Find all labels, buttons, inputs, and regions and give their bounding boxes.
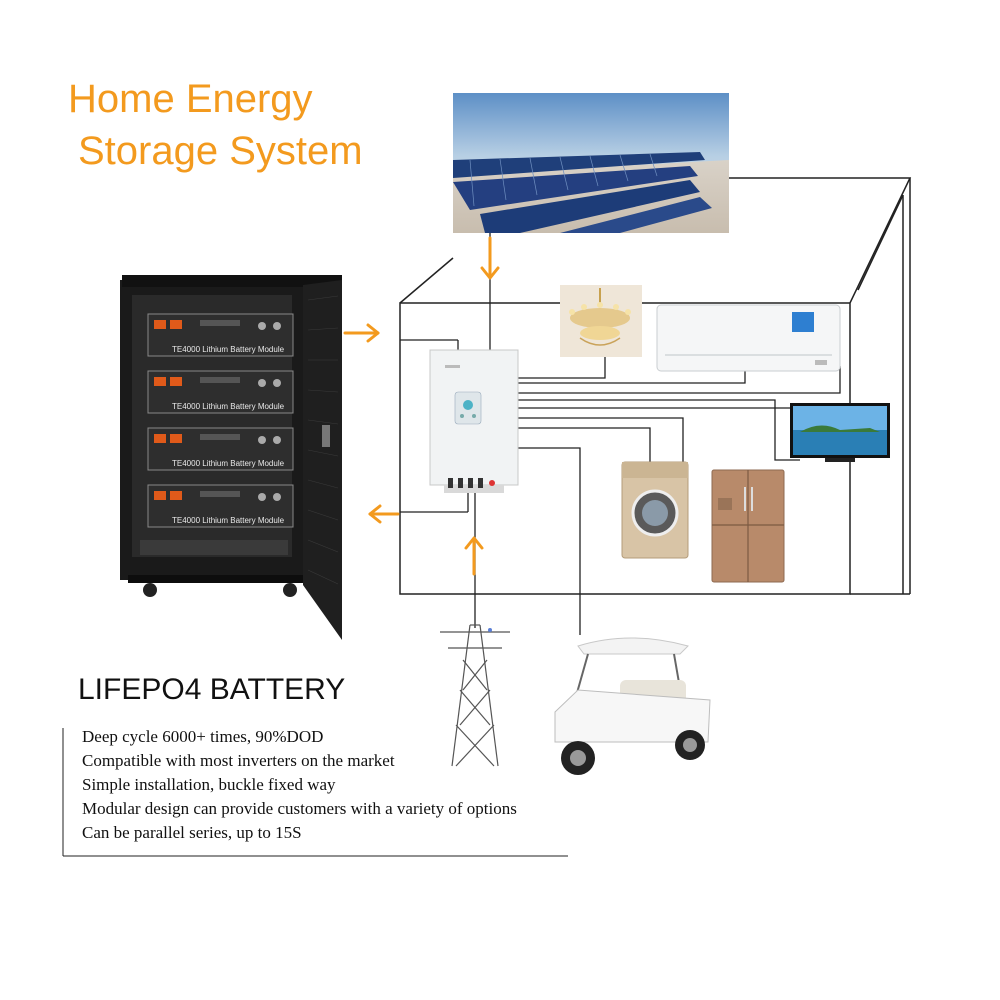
- feature-2: Compatible with most inverters on the ma…: [82, 751, 395, 770]
- arrow-solar-to-inverter: [480, 236, 500, 280]
- feature-5: Can be parallel series, up to 15S: [82, 823, 302, 842]
- arrow-grid-to-inverter: [464, 536, 484, 576]
- battery-module-2-label: TE4000 Lithium Battery Module: [172, 402, 285, 411]
- house-outline: [399, 177, 912, 595]
- battery-module-4: [147, 484, 294, 528]
- title-line-1: Home Energy: [68, 77, 313, 121]
- product-heading: LIFEPO4 BATTERY: [78, 673, 346, 706]
- battery-module-3-label: TE4000 Lithium Battery Module: [172, 459, 285, 468]
- energy-flow-arrows: [343, 236, 500, 576]
- battery-module-4-label: TE4000 Lithium Battery Module: [172, 516, 285, 525]
- feature-1: Deep cycle 6000+ times, 90%DOD: [82, 727, 324, 746]
- feature-4: Modular design can provide customers wit…: [82, 799, 517, 818]
- arrow-battery-to-inverter: [343, 323, 380, 343]
- feature-3: Simple installation, buckle fixed way: [82, 775, 336, 794]
- battery-module-3: [147, 427, 294, 471]
- battery-module-1: [147, 313, 294, 357]
- title-line-2: Storage System: [78, 129, 363, 173]
- battery-module-2: [147, 370, 294, 414]
- battery-modules: TE4000 Lithium Battery Module TE4000 Lit…: [147, 313, 294, 528]
- battery-module-1-label: TE4000 Lithium Battery Module: [172, 345, 285, 354]
- chandelier: [560, 285, 642, 357]
- television: [790, 403, 890, 462]
- air-conditioner: [656, 304, 841, 372]
- hybrid-inverter: [429, 349, 519, 493]
- golf-cart: [554, 637, 711, 775]
- solar-panel-array: [453, 93, 729, 233]
- text-bracket: [62, 728, 568, 857]
- power-grid-tower: [440, 624, 510, 767]
- washing-machine: [621, 461, 689, 559]
- arrow-inverter-to-battery: [368, 504, 400, 524]
- refrigerator: [711, 469, 785, 583]
